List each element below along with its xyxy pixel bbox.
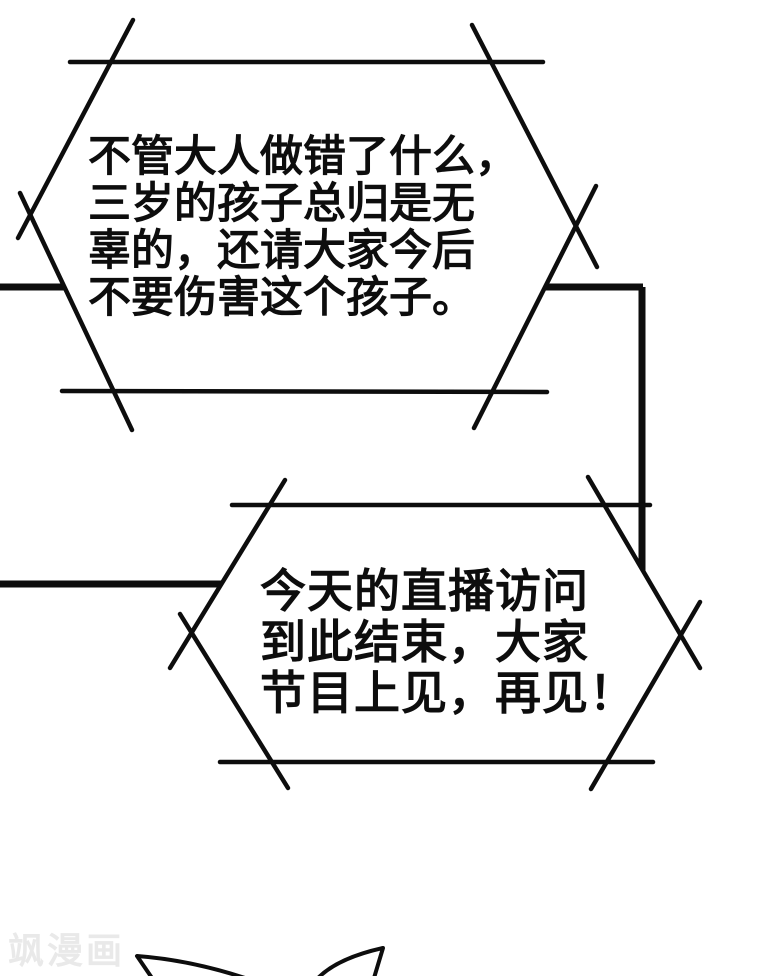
speech-line: 辜的，还请大家今后: [88, 226, 475, 276]
speech-bubble-2-fill: [192, 505, 682, 762]
speech-bubble-1-edge-top-left: [15, 17, 136, 241]
speech-line: 今天的直播访问: [260, 564, 589, 618]
bottom-bubble-spike-right: [317, 946, 385, 976]
speech-line: 不管大人做错了什么，: [88, 132, 518, 182]
watermark: 飒漫画: [8, 931, 126, 972]
speech-bubble-2-edge-bottom-right: [588, 599, 703, 792]
speech-bubble-1-edge-bottom-right: [471, 183, 599, 431]
bottom-bubble-spike-left: [135, 954, 246, 976]
speech-line: 到此结束，大家: [260, 615, 589, 669]
speech-line: 三岁的孩子总归是无: [88, 179, 475, 229]
speech-bubble-1-fill: [30, 62, 577, 392]
speech-bubble-2-text: 今天的直播访问 到此结束，大家 节目上见，再见！: [260, 566, 636, 719]
speech-bubble-1-text: 不管大人做错了什么， 三岁的孩子总归是无 辜的，还请大家今后 不要伤害这个孩子。: [88, 134, 518, 322]
speech-line: 不要伤害这个孩子。: [88, 273, 475, 323]
speech-bubble-2-edge-bottom-left: [177, 611, 291, 791]
speech-bubble-1-edge-bottom: [59, 388, 550, 395]
speech-bubble-1-edge-bottom-left: [17, 190, 135, 433]
speech-bubble-2-edge-top-left: [167, 477, 288, 671]
speech-line: 节目上见，再见！: [260, 666, 636, 720]
